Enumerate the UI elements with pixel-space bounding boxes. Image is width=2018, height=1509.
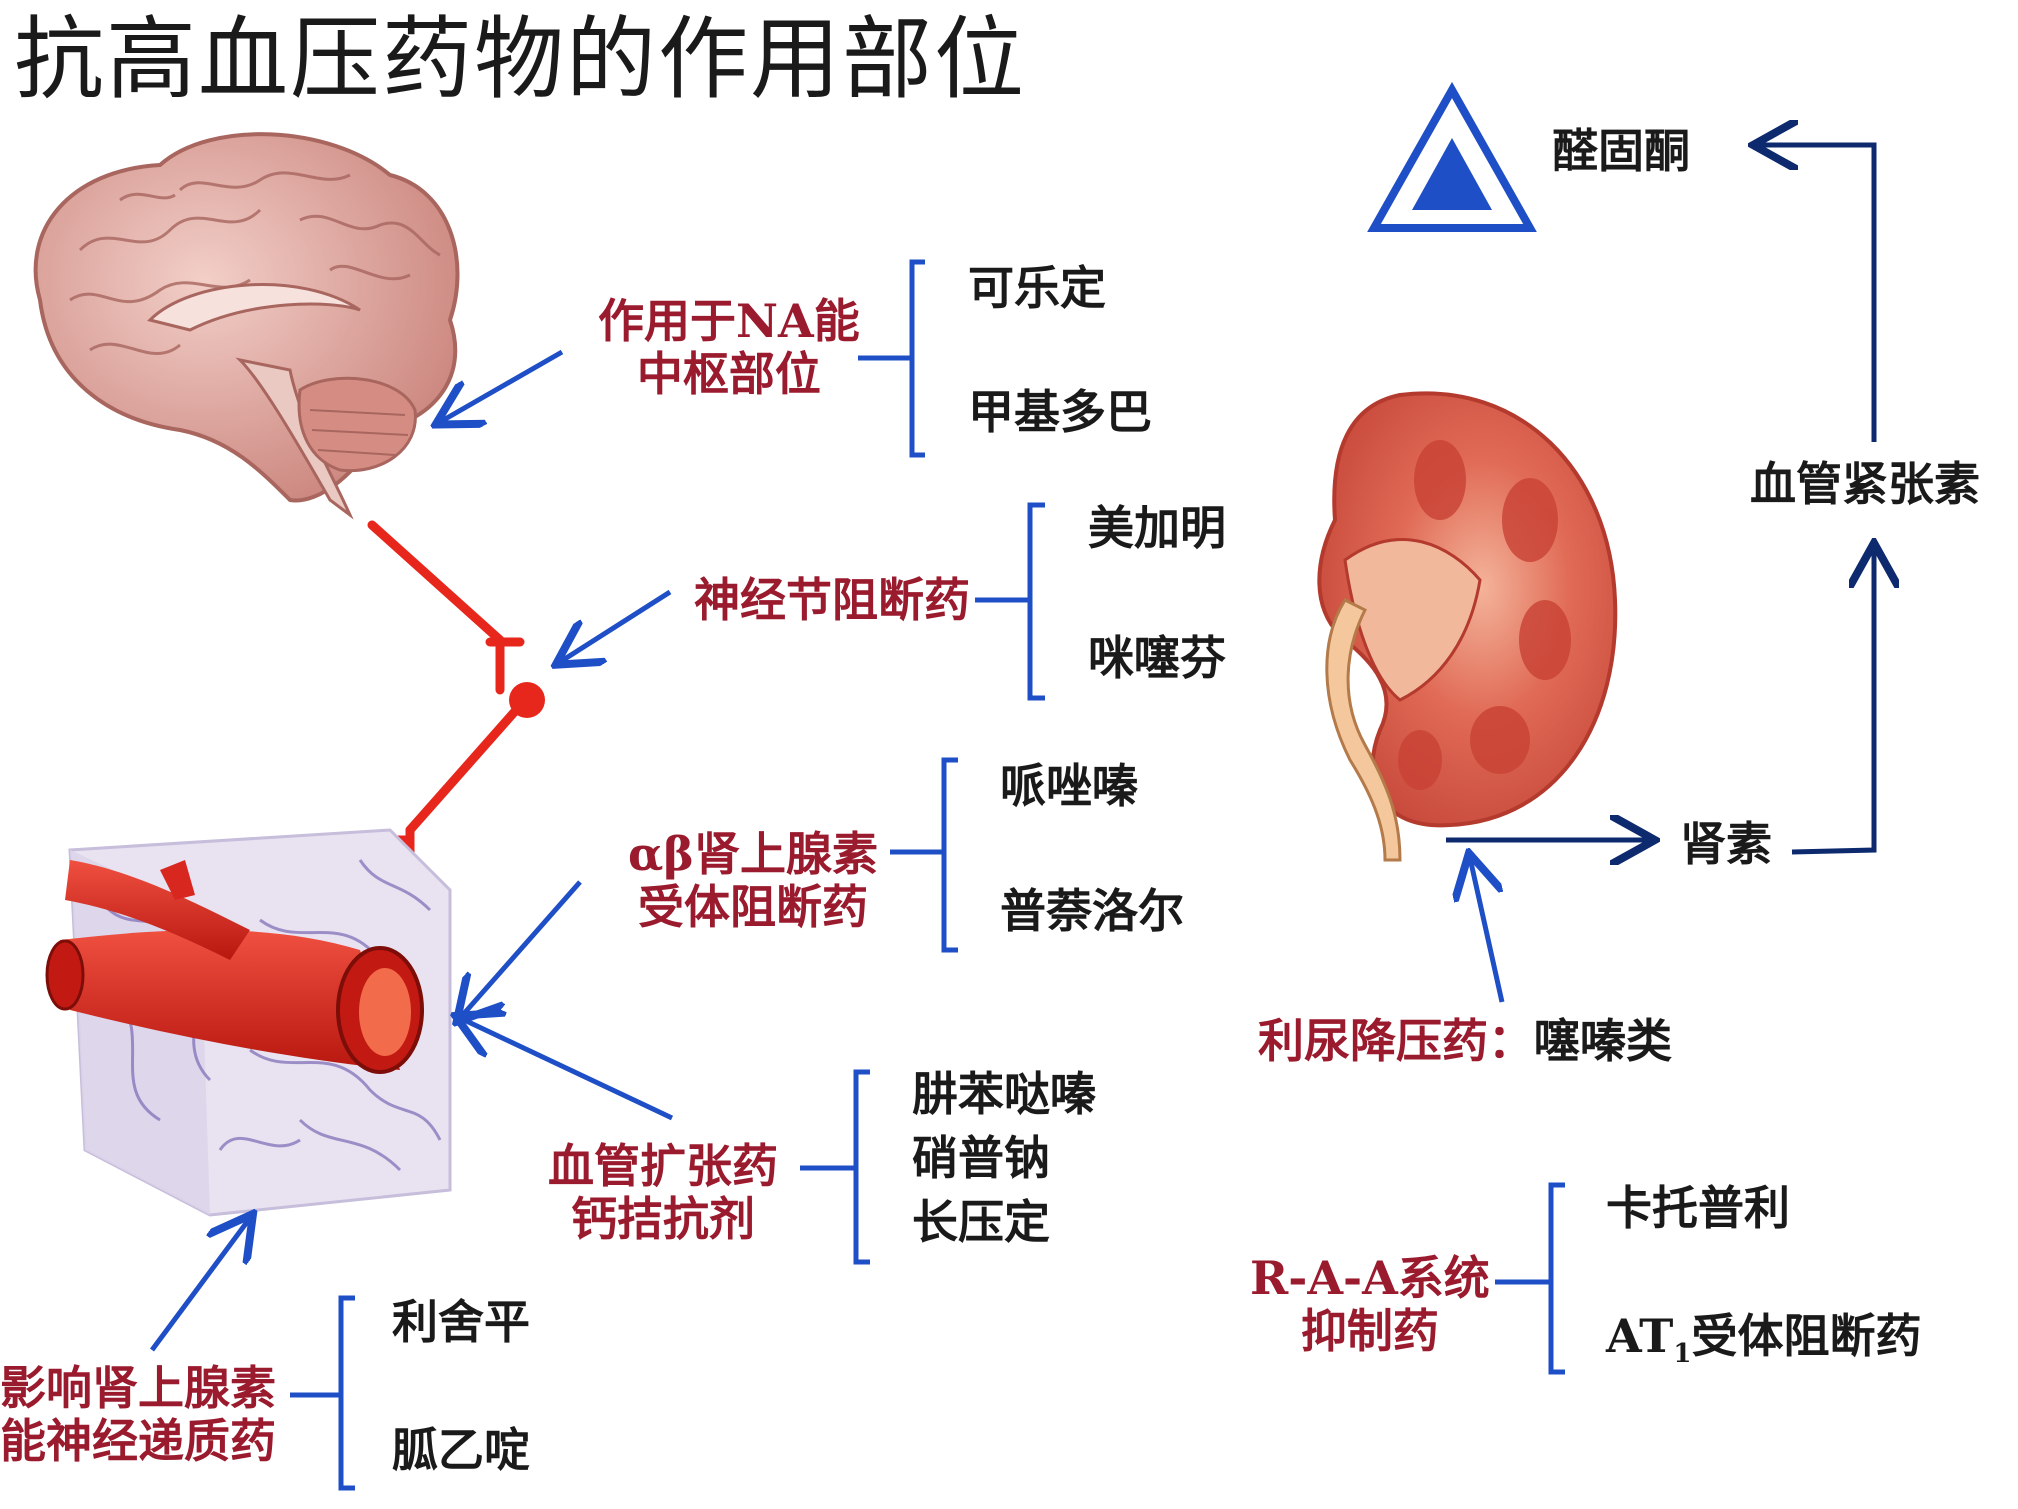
adrenergic-category-line-2: 能神经递质药	[0, 1413, 276, 1468]
drug-propranolol: 普萘洛尔	[1000, 884, 1184, 938]
arrow-to-brain	[440, 349, 564, 422]
bracket-vasodilator	[800, 1069, 870, 1265]
arrow-vasodilator-to-vessel	[460, 1018, 674, 1121]
vasodilator-category-line-2: 钙拮抗剂	[571, 1191, 755, 1246]
arrow-renin-to-angiotensin	[1791, 548, 1874, 855]
drug-mecamylamine: 美加明	[1088, 501, 1226, 555]
vasodilator-category-label: 血管扩张药 钙拮抗剂	[548, 1140, 778, 1246]
aldosterone-label: 醛固酮	[1552, 124, 1690, 178]
diuretic-row: 利尿降压药：噻嗪类	[1258, 1015, 1672, 1068]
adrenergic-category-label: 影响肾上腺素 能神经递质药	[0, 1362, 276, 1468]
central-category-line-2: 中枢部位	[636, 346, 821, 401]
page-title: 抗高血压药物的作用部位	[14, 7, 1026, 112]
drug-at1-blocker: AT1受体阻断药	[1606, 1310, 1922, 1370]
drug-methyldopa: 甲基多巴	[968, 385, 1152, 439]
arrow-adrenergic-to-vessel	[149, 1218, 250, 1352]
drug-captopril: 卡托普利	[1606, 1181, 1790, 1235]
increase-triangle-icon	[1367, 81, 1537, 232]
angiotensin-label: 血管紧张素	[1750, 457, 1980, 511]
drug-clonidine: 可乐定	[968, 261, 1106, 315]
drug-nitroprusside: 硝普钠	[912, 1131, 1050, 1185]
brackets	[290, 259, 1565, 1491]
blood-vessel-illustration	[45, 828, 452, 1217]
ganglion-node	[509, 682, 545, 718]
drug-reserpine: 利舍平	[392, 1295, 530, 1349]
adrenergic-category-line-1: 影响肾上腺素	[0, 1361, 276, 1415]
bracket-alpha-beta	[890, 757, 958, 953]
brain-illustration	[33, 132, 460, 520]
arrow-to-ganglion	[560, 589, 672, 662]
alpha-beta-category-line-2: 受体阻断药	[637, 879, 868, 934]
arrow-diuretic-to-kidney	[1470, 858, 1505, 1003]
raa-category-line-1: R-A-A系统	[1250, 1251, 1490, 1305]
drug-guanethidine: 胍乙啶	[392, 1423, 530, 1477]
at1-suffix: 受体阻断药	[1691, 1309, 1922, 1363]
renin-label: 肾素	[1680, 817, 1772, 871]
alpha-beta-category-line-1: αβ肾上腺素	[628, 827, 878, 881]
raa-category-label: R-A-A系统 抑制药	[1250, 1252, 1490, 1358]
bracket-central	[858, 259, 925, 458]
bracket-raa	[1495, 1182, 1565, 1375]
kidney-illustration	[1317, 391, 1618, 862]
central-category-label: 作用于NA能 中枢部位	[598, 295, 860, 401]
drug-hydralazine: 肼苯哒嗪	[912, 1067, 1096, 1121]
diuretic-category-label: 利尿降压药：	[1258, 1014, 1534, 1068]
vasodilator-category-line-1: 血管扩张药	[548, 1139, 778, 1193]
at1-prefix: AT	[1606, 1309, 1674, 1363]
central-category-line-1: 作用于NA能	[598, 294, 860, 348]
drug-thiazides: 噻嗪类	[1534, 1014, 1672, 1068]
bracket-adrenergic	[290, 1295, 355, 1491]
alpha-beta-category-label: αβ肾上腺素 受体阻断药	[628, 828, 878, 934]
arrow-alpha-beta-to-vessel	[460, 880, 582, 1018]
at1-subscript: 1	[1673, 1339, 1692, 1370]
raa-category-line-2: 抑制药	[1300, 1303, 1439, 1358]
drug-trimetaphan: 咪噻芬	[1088, 631, 1226, 685]
bracket-ganglion	[975, 502, 1045, 701]
arrow-angiotensin-to-aldosterone	[1758, 145, 1877, 442]
ganglion-category-label: 神经节阻断药	[694, 573, 970, 627]
drug-minoxidil: 长压定	[912, 1195, 1050, 1249]
drug-prazosin: 哌唑嗪	[1000, 759, 1138, 813]
